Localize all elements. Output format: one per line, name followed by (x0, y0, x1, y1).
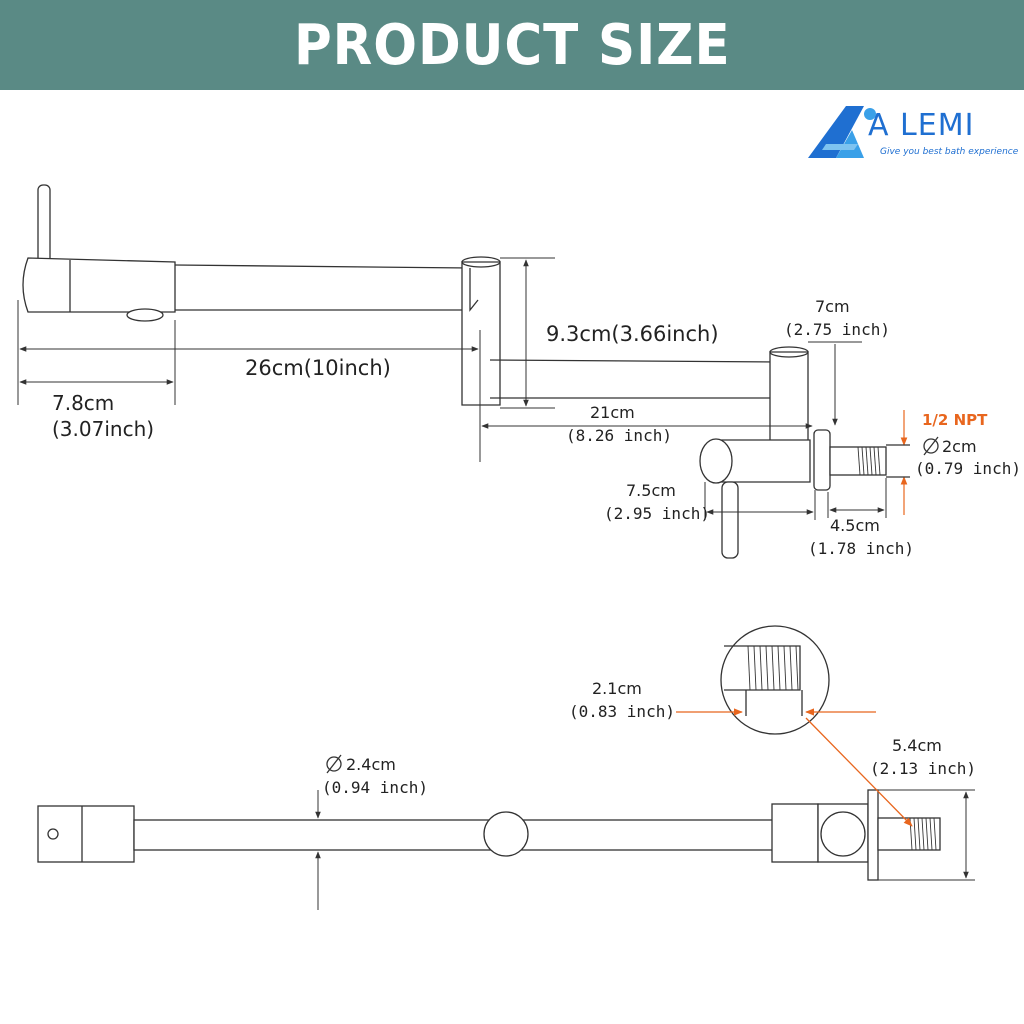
top-view-faucet (37, 789, 941, 881)
thread-detail-inset (720, 625, 830, 735)
diameter-icon (923, 436, 939, 456)
thread-type-label: 1/2 NPT (922, 411, 988, 429)
arm-drop-label: 9.3cm(3.66inch) (546, 322, 719, 346)
top-view-dimensions (676, 708, 913, 827)
diameter-icon (326, 754, 342, 774)
brand-tagline: Give you best bath experience (880, 147, 1019, 157)
mount-length-in-label: (1.78 inch) (808, 539, 914, 558)
brand-logo-mark-icon (808, 106, 876, 158)
flange-dia-in-label: (2.13 inch) (870, 759, 976, 778)
elbow-width-cm-label: 7cm (815, 297, 850, 316)
flange-dia-cm-label: 5.4cm (892, 736, 942, 755)
mount-length-cm-label: 4.5cm (830, 516, 880, 535)
thread-pitch-cm-label: 2.1cm (592, 679, 642, 698)
arm2-length-cm-label: 21cm (590, 403, 635, 422)
thread-diameter-marker (886, 410, 910, 515)
page-title: PRODUCT SIZE (293, 12, 731, 78)
pipe-dia-in-label: (0.94 inch) (322, 778, 428, 797)
brand-name: A LEMI (868, 108, 975, 143)
valve-length-in-label: (2.95 inch) (604, 504, 710, 523)
head-length-cm-label: 7.8cm (52, 391, 114, 415)
elbow-width-in-label: (2.75 inch) (784, 320, 890, 339)
side-view-dimensions (17, 257, 887, 520)
thread-dia-in-label: (0.79 inch) (915, 459, 1021, 478)
side-view-faucet (22, 184, 887, 559)
total-length-label: 26cm(10inch) (245, 356, 391, 380)
header-banner: PRODUCT SIZE (0, 0, 1024, 90)
head-length-in-label: (3.07inch) (52, 417, 154, 441)
thread-pitch-in-label: (0.83 inch) (569, 702, 675, 721)
valve-length-cm-label: 7.5cm (626, 481, 676, 500)
pipe-dia-cm-label: 2.4cm (346, 755, 396, 774)
brand-logo: A LEMI Give you best bath experience (806, 100, 1018, 162)
dimension-drawing: 26cm(10inch) 7.8cm (3.07inch) 9.3cm(3.66… (17, 184, 1021, 910)
arm2-length-in-label: (8.26 inch) (566, 426, 672, 445)
thread-dia-cm-label: 2cm (942, 437, 977, 456)
